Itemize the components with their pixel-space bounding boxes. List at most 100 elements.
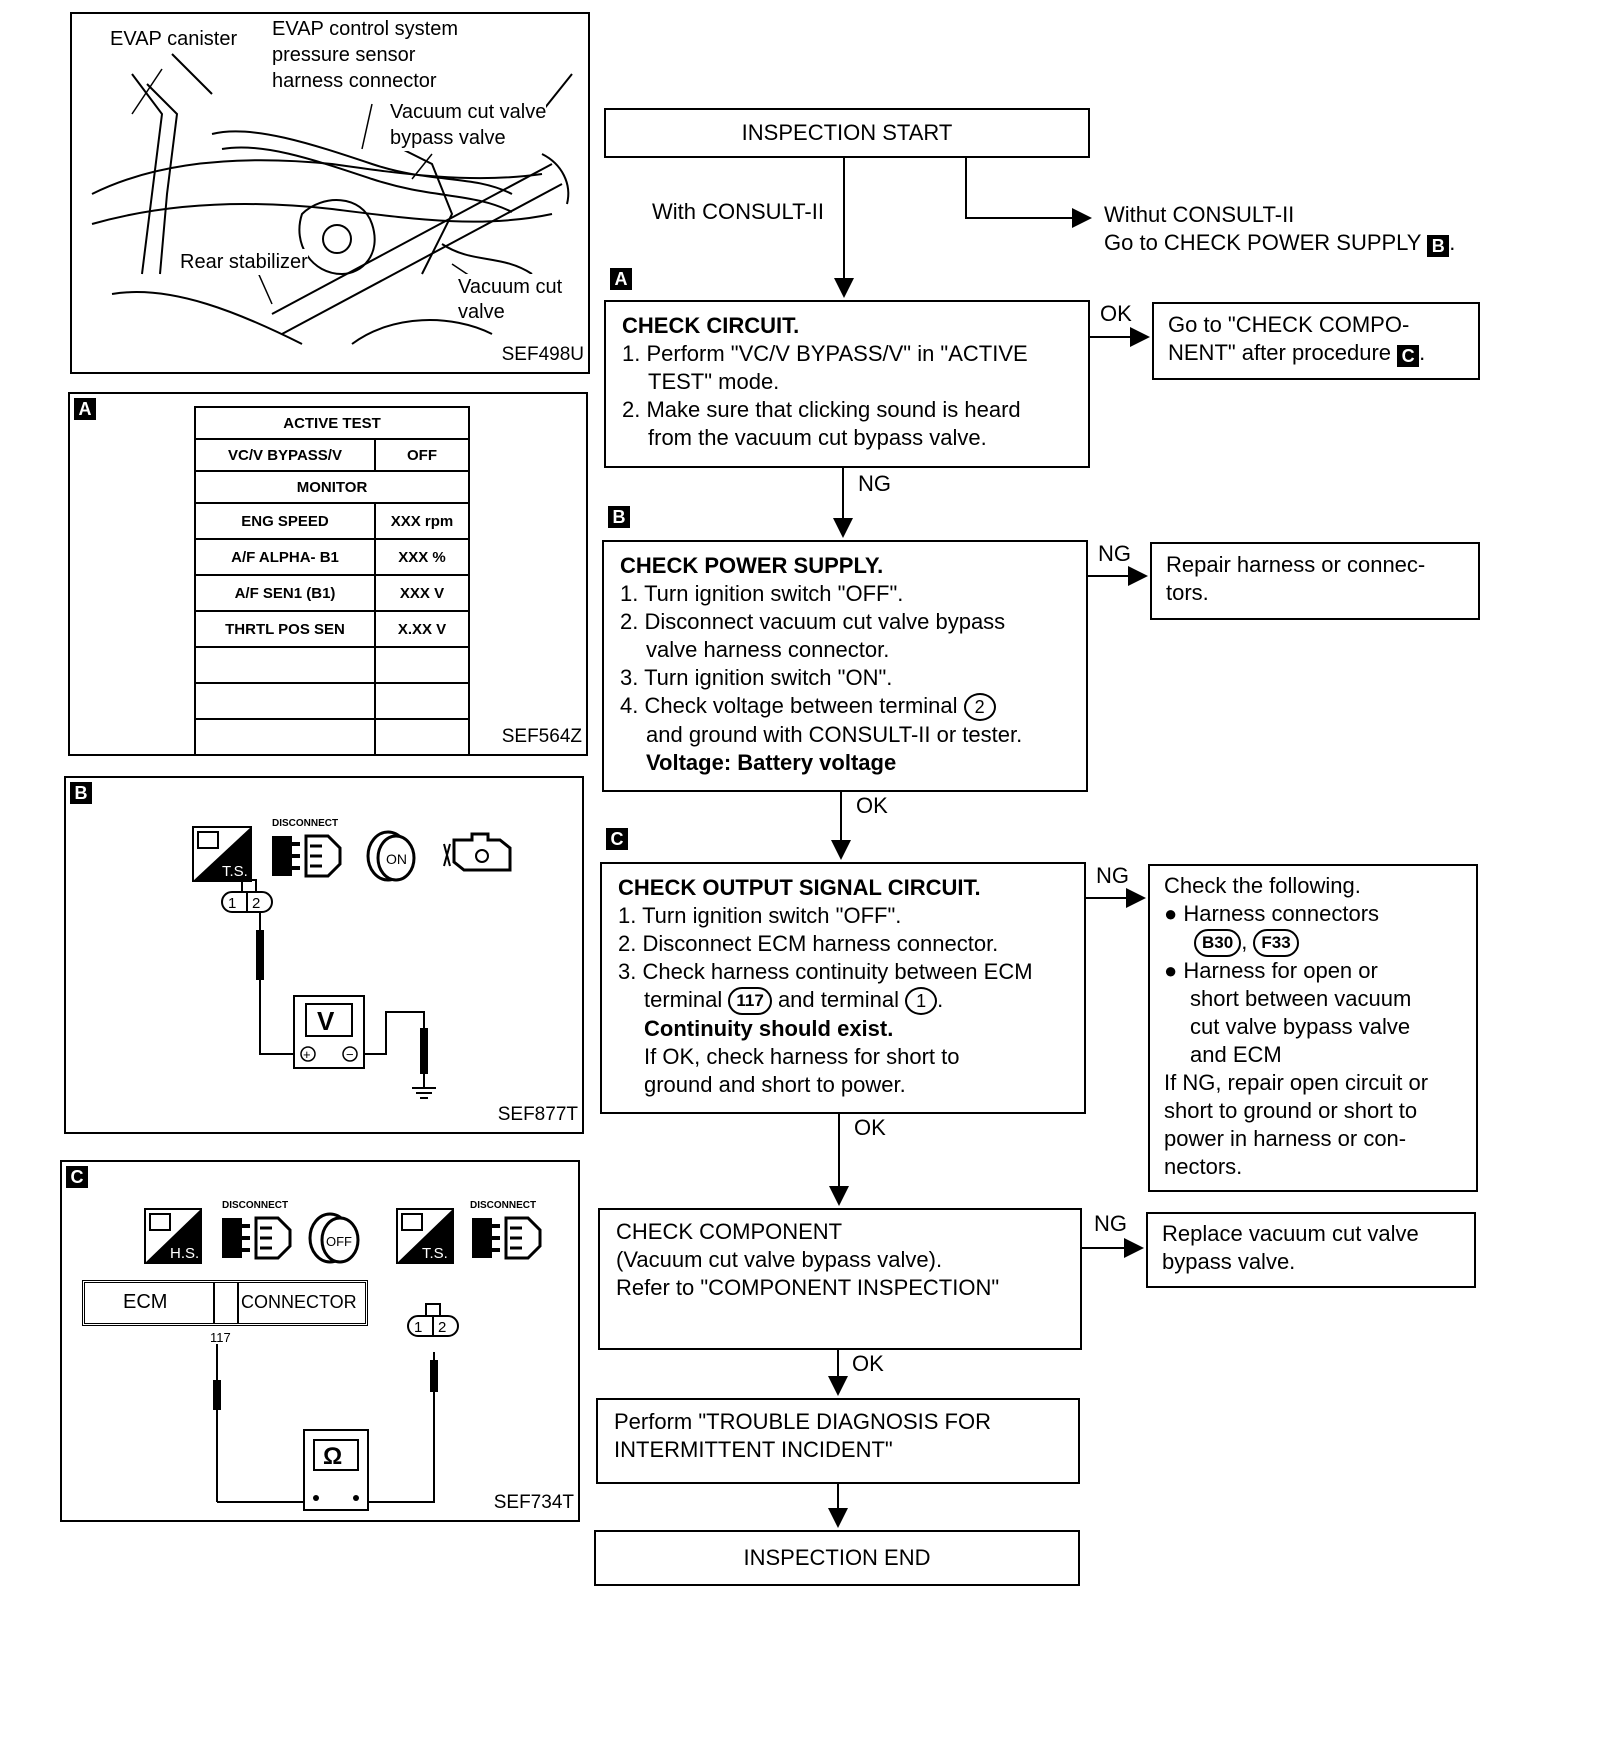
connector-label: CONNECTOR: [241, 1292, 357, 1312]
ecm-label: ECM: [123, 1291, 168, 1313]
step-a-tag: A: [610, 268, 632, 290]
pin-1: 1: [228, 895, 236, 912]
with-consult-label: With CONSULT-II: [652, 199, 824, 224]
check-power-supply-step: CHECK POWER SUPPLY. 1. Turn ignition swi…: [602, 540, 1088, 792]
component-line: Refer to "COMPONENT INSPECTION": [616, 1275, 1000, 1300]
trouble-diagnosis-step: Perform "TROUBLE DIAGNOSIS FOR INTERMITT…: [596, 1398, 1080, 1484]
check-circuit-item: 2. Make sure that clicking sound is hear…: [622, 397, 1021, 422]
bullet-harness-connectors: ● Harness connectors: [1164, 901, 1380, 926]
step-b-tag: B: [608, 506, 630, 528]
check-circuit-item: 1. Perform "VC/V BYPASS/V" in "ACTIVE: [622, 341, 1028, 366]
check-circuit-title: CHECK CIRCUIT.: [622, 313, 800, 338]
repair-instruction: short to ground or short to: [1164, 1098, 1418, 1124]
ignition-off-icon: OFF: [308, 1212, 360, 1264]
power-supply-item-text: 4. Check voltage between terminal: [620, 693, 958, 718]
figure-code: SEF734T: [493, 1492, 574, 1513]
check-following-title: Check the following.: [1164, 873, 1361, 898]
goto-component-line-2: NENT" after procedure C.: [1168, 340, 1426, 367]
monitor-value: XXX %: [374, 538, 470, 576]
power-supply-title: CHECK POWER SUPPLY.: [620, 553, 884, 578]
ng-label-d: NG: [1094, 1211, 1127, 1236]
bullet-text-cont: and ECM: [1190, 1042, 1282, 1068]
check-circuit-step: CHECK CIRCUIT. 1. Perform "VC/V BYPASS/V…: [604, 300, 1090, 468]
power-supply-item-4: 4. Check voltage between terminal 2: [620, 692, 1086, 722]
component-line: CHECK COMPONENT: [616, 1219, 843, 1244]
engine-icon: [443, 832, 512, 872]
power-supply-item: and ground with CONSULT-II or tester.: [646, 722, 1023, 748]
component-location-illustration: EVAP canister EVAP control system pressu…: [70, 12, 590, 374]
output-signal-note: ground and short to power.: [644, 1072, 906, 1098]
ts-icon: T.S.: [396, 1208, 454, 1264]
empty-cell: [374, 646, 470, 684]
monitor-item: A/F SEN1 (B1): [194, 574, 376, 612]
connector-b30: B30: [1194, 929, 1242, 958]
monitor-item: THRTL POS SEN: [194, 610, 376, 648]
active-test-table: ACTIVE TEST VC/V BYPASS/V OFF MONITOR EN…: [194, 406, 470, 756]
active-test-item: VC/V BYPASS/V: [194, 438, 376, 472]
bullet-text-cont: cut valve bypass valve: [1190, 1014, 1411, 1040]
figure-code: SEF877T: [497, 1104, 578, 1125]
ecm-connector-block: ECM CONNECTOR: [82, 1280, 368, 1326]
panel-c-tag: C: [66, 1166, 88, 1188]
connector-f33: F33: [1253, 929, 1299, 958]
disconnect-label: DISCONNECT: [272, 818, 339, 829]
disconnect-icon: [222, 1216, 292, 1260]
monitor-value: X.XX V: [374, 610, 470, 648]
repair-harness-line: Repair harness or connec-: [1166, 552, 1426, 577]
component-line: (Vacuum cut valve bypass valve).: [616, 1247, 943, 1272]
pressure-sensor-label-2: pressure sensor: [272, 42, 416, 68]
check-component-step: CHECK COMPONENT (Vacuum cut valve bypass…: [598, 1208, 1082, 1350]
terminal-117-symbol: 117: [728, 987, 772, 1016]
bullet-text: Harness connectors: [1183, 901, 1380, 926]
output-signal-item: 2. Disconnect ECM harness connector.: [618, 931, 999, 956]
pressure-sensor-label-3: harness connector: [272, 68, 437, 94]
empty-cell: [374, 682, 470, 720]
figure-code: SEF498U: [501, 344, 584, 365]
repair-instruction: If NG, repair open circuit or: [1164, 1070, 1429, 1096]
ohmmeter-symbol: Ω: [323, 1443, 342, 1470]
ok-label-b: OK: [856, 793, 888, 818]
hs-icon: H.S.: [144, 1208, 202, 1264]
ok-label-d: OK: [852, 1351, 884, 1376]
ts-icon-label: T.S.: [222, 863, 248, 880]
panel-a-active-test: A ACTIVE TEST VC/V BYPASS/V OFF MONITOR …: [68, 392, 588, 756]
bypass-valve-label-2: bypass valve: [390, 125, 506, 151]
panel-c-continuity-check: C H.S. DISCONNECT OFF T.S. DISCONNECT EC…: [60, 1160, 580, 1522]
output-signal-title: CHECK OUTPUT SIGNAL CIRCUIT.: [618, 875, 981, 900]
goto-component-result: Go to "CHECK COMPO- NENT" after procedur…: [1152, 302, 1480, 380]
bullet-harness-open: ● Harness for open or: [1164, 958, 1378, 984]
check-following-result: Check the following. ● Harness connector…: [1148, 864, 1478, 1192]
evap-canister-label: EVAP canister: [110, 26, 238, 52]
without-consult-label: Withut CONSULT-II: [1104, 202, 1295, 227]
monitor-header: MONITOR: [194, 470, 470, 504]
inspection-start-label: INSPECTION START: [741, 120, 953, 145]
power-supply-item: valve harness connector.: [646, 637, 890, 662]
ignition-off-label: OFF: [326, 1234, 352, 1249]
goto-component-text: NENT" after procedure: [1168, 340, 1392, 365]
step-c-tag: C: [606, 828, 628, 850]
disconnect-label: DISCONNECT: [222, 1200, 289, 1211]
empty-cell: [374, 718, 470, 756]
disconnect-icon: [472, 1216, 542, 1260]
figure-code: SEF564Z: [501, 726, 582, 747]
ng-label-a: NG: [858, 471, 891, 496]
panel-b-tag: B: [70, 782, 92, 804]
connector-codes: B30, F33: [1164, 928, 1476, 958]
ecm-divider: [213, 1283, 239, 1323]
ignition-on-icon: ON: [366, 830, 416, 882]
check-circuit-item: TEST" mode.: [648, 369, 780, 394]
terminal-text: terminal: [644, 987, 723, 1012]
goto-component-tag: C: [1397, 345, 1420, 367]
terminal-text: and terminal: [777, 987, 900, 1012]
vacuum-cut-valve-label-2: valve: [458, 301, 505, 323]
ng-label-c: NG: [1096, 863, 1129, 888]
panel-b-voltage-check: B T.S. DISCONNECT ON 1 2 V + −: [64, 776, 584, 1134]
goto-power-supply: Go to CHECK POWER SUPPLY B.: [1104, 230, 1456, 257]
voltmeter-symbol: V: [317, 1006, 335, 1036]
output-signal-note: If OK, check harness for short to: [644, 1044, 960, 1070]
pin-1: 1: [414, 1319, 422, 1336]
empty-cell: [194, 646, 376, 684]
bullet-text: Harness for open or: [1183, 958, 1378, 984]
active-test-title: ACTIVE TEST: [194, 406, 470, 440]
